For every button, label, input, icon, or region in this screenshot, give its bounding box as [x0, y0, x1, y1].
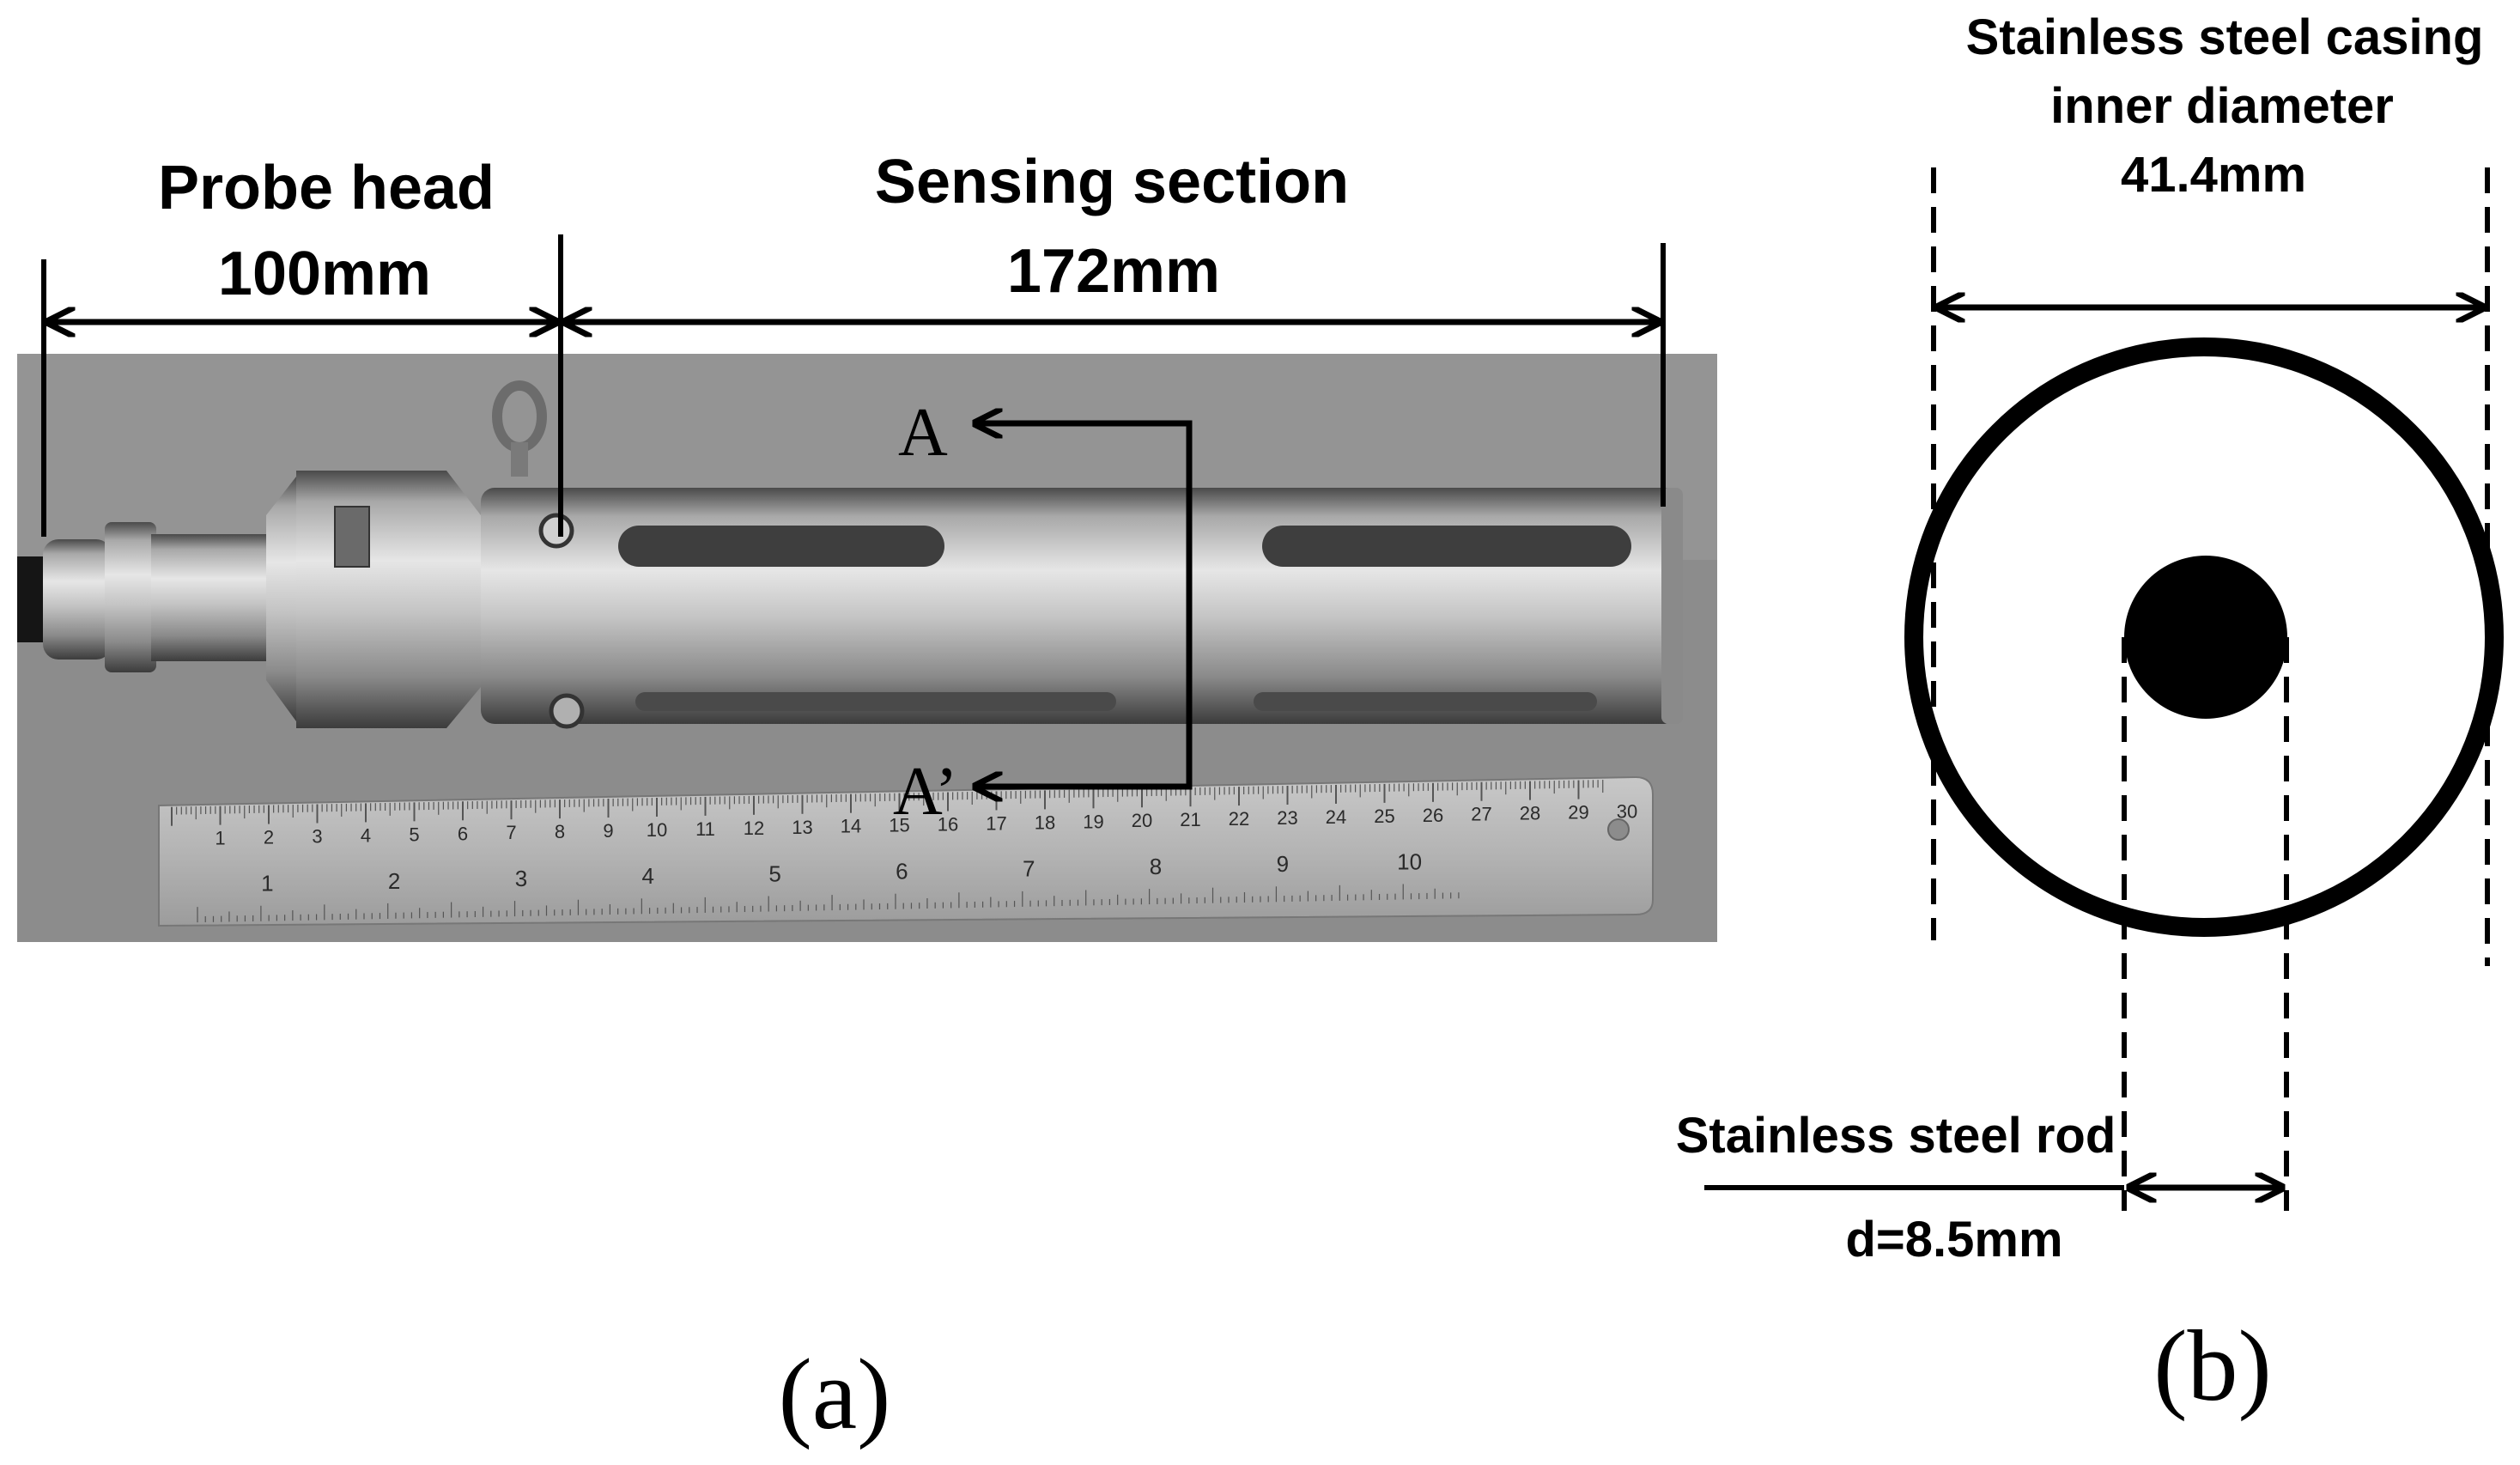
ruler-cm-label: 30 — [1617, 801, 1637, 823]
screw — [538, 513, 574, 549]
ruler-cm-label: 4 — [361, 824, 371, 846]
sensing-slot — [1262, 526, 1631, 567]
connector — [43, 539, 112, 660]
ruler-cm-label: 15 — [889, 815, 909, 836]
ruler-cm-label: 9 — [603, 820, 613, 842]
casing-diameter-value: 41.4mm — [2121, 147, 2306, 203]
probe-head-clip — [334, 506, 370, 568]
sensing-slot — [1254, 692, 1597, 711]
probe-head-length: 100mm — [218, 240, 431, 308]
ruler-cm-label: 5 — [409, 824, 419, 845]
sensing-section-dimension: Sensing section 172mm — [565, 148, 1666, 507]
ruler-cm-label: 6 — [458, 823, 468, 844]
caption-b: (b) — [2153, 1310, 2272, 1422]
ruler-cm-label: 28 — [1520, 803, 1540, 824]
connector-collar — [151, 534, 267, 661]
section-mark-bottom: A’ — [893, 754, 958, 830]
ruler-inch-label: 6 — [896, 859, 908, 884]
ruler-cm-label: 3 — [312, 825, 322, 847]
ruler-cm-label: 16 — [938, 814, 958, 836]
sensing-slot — [635, 692, 1116, 711]
ruler-inch-label: 3 — [515, 866, 527, 891]
ruler-cm-label: 21 — [1180, 809, 1200, 830]
rod-label: Stainless steel rod — [1676, 1108, 2116, 1164]
ruler-inch-label: 5 — [768, 860, 780, 886]
cross-section: Stainless steel casing inner diameter 41… — [1676, 9, 2504, 1267]
ruler-cm-label: 26 — [1423, 805, 1443, 826]
ruler-inch-label: 7 — [1023, 856, 1035, 882]
ruler-cm-label: 22 — [1229, 808, 1249, 830]
lifting-eye-stem — [511, 442, 528, 477]
casing-label-line1: Stainless steel casing — [1966, 9, 2484, 65]
sensing-section-label: Sensing section — [875, 148, 1349, 216]
ruler-cm-label: 13 — [792, 817, 812, 838]
screw — [549, 693, 585, 729]
ruler-inch-label: 4 — [642, 863, 654, 889]
ruler-cm-label: 14 — [841, 816, 861, 837]
ruler-cm-label: 2 — [264, 827, 274, 848]
probe-head-label: Probe head — [158, 154, 495, 222]
ruler-cm-label: 24 — [1326, 806, 1346, 828]
ruler-inch-label: 9 — [1277, 851, 1289, 877]
ruler-cm-label: 29 — [1568, 802, 1588, 824]
ruler-cm-label: 18 — [1035, 812, 1055, 833]
ruler-cm-label: 8 — [555, 821, 565, 842]
sleeve-end — [1661, 488, 1683, 724]
ruler-cm-label: 1 — [215, 828, 225, 849]
section-mark-top: A — [898, 395, 948, 471]
ruler-cm-label: 27 — [1471, 804, 1491, 825]
ruler-cm-label: 7 — [506, 822, 516, 843]
ruler-hole — [1607, 818, 1630, 841]
ruler-inch-label: 2 — [388, 868, 400, 894]
casing-circle — [1904, 337, 2504, 937]
connector-nut — [105, 522, 156, 672]
ruler-cm-label: 17 — [986, 812, 1006, 834]
ruler-cm-label: 10 — [647, 819, 667, 841]
sensing-sleeve — [481, 488, 1679, 724]
ruler-inch-label: 10 — [1397, 848, 1422, 874]
ruler-inch-label: 8 — [1150, 854, 1162, 879]
probe-cone — [266, 477, 296, 721]
ruler-cm-label: 23 — [1277, 807, 1297, 829]
rod-circle — [2124, 556, 2287, 719]
ruler-cm-label: 12 — [744, 818, 764, 839]
sensing-section-length: 172mm — [1007, 237, 1220, 306]
ruler-cm-label: 20 — [1132, 810, 1152, 831]
probe-head-dimension: Probe head 100mm — [41, 154, 563, 537]
probe-head-shoulder — [395, 471, 481, 728]
ruler-cm-label: 25 — [1374, 805, 1394, 827]
caption-a: (a) — [779, 1338, 891, 1450]
sensing-slot — [618, 526, 944, 567]
ruler-cm-label: 19 — [1083, 811, 1103, 832]
section-cut-line — [979, 420, 1193, 790]
rod-diameter-value: d=8.5mm — [1845, 1212, 2062, 1267]
ruler-body — [158, 775, 1654, 927]
casing-label-line2: inner diameter — [2050, 78, 2394, 134]
section-cut: A A’ — [893, 395, 1193, 830]
ruler-inch-label: 1 — [261, 871, 273, 897]
ruler-cm-label: 11 — [695, 818, 715, 840]
ruler-inch-labels: 1 2 3 4 5 6 7 8 9 10 — [261, 848, 1422, 896]
ruler-ticks — [171, 780, 1604, 923]
